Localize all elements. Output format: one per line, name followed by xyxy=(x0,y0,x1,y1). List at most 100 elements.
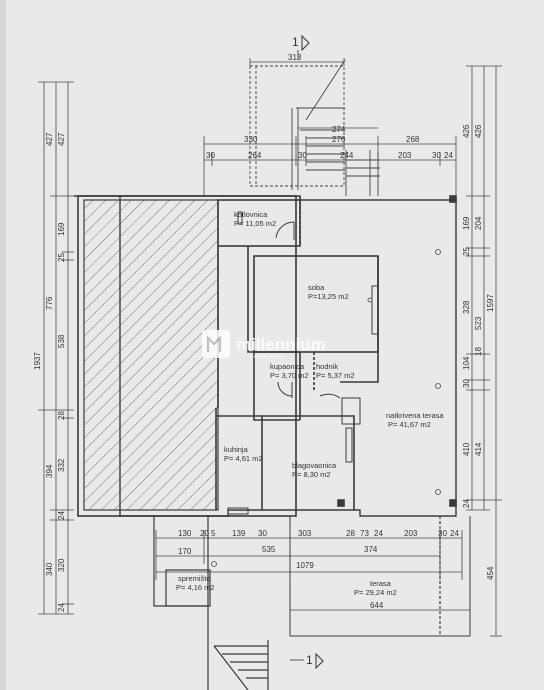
room-label-terasa: terasa P= 29,24 m2 xyxy=(354,579,397,597)
svg-text:P= 8,30 m2: P= 8,30 m2 xyxy=(292,470,331,479)
dim-b-1079: 1079 xyxy=(296,561,314,570)
room-label-blagovaonica: blagovaonica P= 8,30 m2 xyxy=(292,461,337,479)
svg-text:169: 169 xyxy=(57,222,66,236)
svg-text:P=13,25 m2: P=13,25 m2 xyxy=(308,292,349,301)
room-label-soba: soba P=13,25 m2 xyxy=(308,283,349,301)
right-dimensions xyxy=(466,65,502,637)
dim-b-30b: 30 xyxy=(438,529,447,538)
svg-text:414: 414 xyxy=(474,442,483,456)
dim-268: 268 xyxy=(406,135,420,144)
dim-276: 276 xyxy=(332,135,346,144)
svg-text:426: 426 xyxy=(474,124,483,138)
svg-text:410: 410 xyxy=(462,442,471,456)
svg-text:kotlovnica: kotlovnica xyxy=(234,210,268,219)
svg-text:1937: 1937 xyxy=(33,352,42,370)
svg-text:104: 104 xyxy=(462,356,471,370)
svg-text:24: 24 xyxy=(57,603,66,612)
svg-text:776: 776 xyxy=(45,296,54,310)
svg-text:natkrivena terasa: natkrivena terasa xyxy=(386,411,444,420)
svg-text:nekretnine: nekretnine xyxy=(250,354,283,360)
dim-top3-c: 30 xyxy=(298,151,307,160)
svg-text:328: 328 xyxy=(462,300,471,314)
room-label-kotlovnica: kotlovnica P= 11,05 m2 xyxy=(234,210,276,228)
section-marker-top: 1 xyxy=(292,34,310,60)
dim-b-374: 374 xyxy=(364,545,378,554)
svg-text:soba: soba xyxy=(308,283,325,292)
svg-text:332: 332 xyxy=(57,458,66,472)
elevation-dots xyxy=(211,249,441,567)
svg-text:kupaonica: kupaonica xyxy=(270,362,305,371)
dim-b-5: 5 xyxy=(211,529,216,538)
svg-text:blagovaonica: blagovaonica xyxy=(292,461,337,470)
svg-text:24: 24 xyxy=(462,499,471,508)
building-walls xyxy=(74,195,457,517)
svg-text:427: 427 xyxy=(45,132,54,146)
svg-text:spremište: spremište xyxy=(178,574,211,583)
svg-text:P= 4,61 m2: P= 4,61 m2 xyxy=(224,454,263,463)
room-label-kuhinja: kuhinja P= 4,61 m2 xyxy=(224,445,263,463)
svg-text:25: 25 xyxy=(57,253,66,262)
hatched-area xyxy=(83,199,219,511)
svg-text:523: 523 xyxy=(474,316,483,330)
svg-text:28: 28 xyxy=(57,411,66,420)
dim-b-30: 30 xyxy=(258,529,267,538)
left-dim-labels: 1937 776 427 427 169 25 538 28 394 332 2… xyxy=(33,132,66,612)
svg-text:24: 24 xyxy=(57,511,66,520)
dim-b-24: 24 xyxy=(374,529,383,538)
dim-b-139: 139 xyxy=(232,529,246,538)
svg-text:1: 1 xyxy=(306,653,313,667)
bottom-dimensions xyxy=(155,530,470,611)
right-dim-labels: 426 426 169 204 25 328 523 1597 104 30 1… xyxy=(462,124,495,580)
dim-b-535: 535 xyxy=(262,545,276,554)
svg-text:169: 169 xyxy=(462,216,471,230)
room-label-natkrivena-terasa: natkrivena terasa P= 41,67 m2 xyxy=(386,411,444,429)
room-label-spremiste: spremište P= 4,16 m2 xyxy=(176,574,215,592)
watermark-logo: millennium nekretnine xyxy=(202,330,326,360)
dim-b-20: 20 xyxy=(200,529,209,538)
dim-top3-f: 30 xyxy=(432,151,441,160)
dim-b-28: 28 xyxy=(346,529,355,538)
svg-text:30: 30 xyxy=(462,379,471,388)
svg-text:538: 538 xyxy=(57,334,66,348)
dim-b-203: 203 xyxy=(404,529,418,538)
door-swings xyxy=(227,211,379,515)
svg-text:P= 5,37 m2: P= 5,37 m2 xyxy=(316,371,355,380)
dim-top3-a: 30 xyxy=(206,151,215,160)
svg-text:426: 426 xyxy=(462,124,471,138)
svg-text:P= 11,05 m2: P= 11,05 m2 xyxy=(234,219,276,228)
dim-274: 274 xyxy=(332,125,346,134)
left-dimensions xyxy=(38,81,74,615)
svg-text:427: 427 xyxy=(57,132,66,146)
svg-text:P= 29,24 m2: P= 29,24 m2 xyxy=(354,588,397,597)
svg-text:1: 1 xyxy=(292,35,299,49)
svg-text:kuhinja: kuhinja xyxy=(224,445,249,454)
section-marker-bottom: 1 xyxy=(290,652,324,670)
top-dimensions xyxy=(203,58,457,196)
svg-text:hodnik: hodnik xyxy=(316,362,338,371)
svg-text:320: 320 xyxy=(57,558,66,572)
svg-text:18: 18 xyxy=(474,347,483,356)
svg-text:394: 394 xyxy=(45,464,54,478)
dim-top3-g: 24 xyxy=(444,151,453,160)
dim-330: 330 xyxy=(244,135,258,144)
svg-text:204: 204 xyxy=(474,216,483,230)
dim-b-644: 644 xyxy=(370,601,384,610)
dim-b-170: 170 xyxy=(178,547,192,556)
dim-top3-d: 244 xyxy=(340,151,354,160)
dim-b-130: 130 xyxy=(178,529,192,538)
sheet-shadow-edge xyxy=(0,0,6,690)
svg-text:terasa: terasa xyxy=(370,579,392,588)
dim-top3-e: 203 xyxy=(398,151,412,160)
svg-text:millennium: millennium xyxy=(236,335,326,354)
svg-text:454: 454 xyxy=(486,566,495,580)
dim-top3-b: 264 xyxy=(248,151,262,160)
room-label-kupaonica: kupaonica P= 3,70 m2 xyxy=(270,362,309,380)
svg-text:P= 41,67 m2: P= 41,67 m2 xyxy=(388,420,431,429)
svg-text:340: 340 xyxy=(45,562,54,576)
dim-b-73: 73 xyxy=(360,529,369,538)
dim-313: 313 xyxy=(288,53,302,62)
svg-text:1597: 1597 xyxy=(486,294,495,312)
svg-text:P= 4,16 m2: P= 4,16 m2 xyxy=(176,583,215,592)
svg-text:25: 25 xyxy=(462,247,471,256)
